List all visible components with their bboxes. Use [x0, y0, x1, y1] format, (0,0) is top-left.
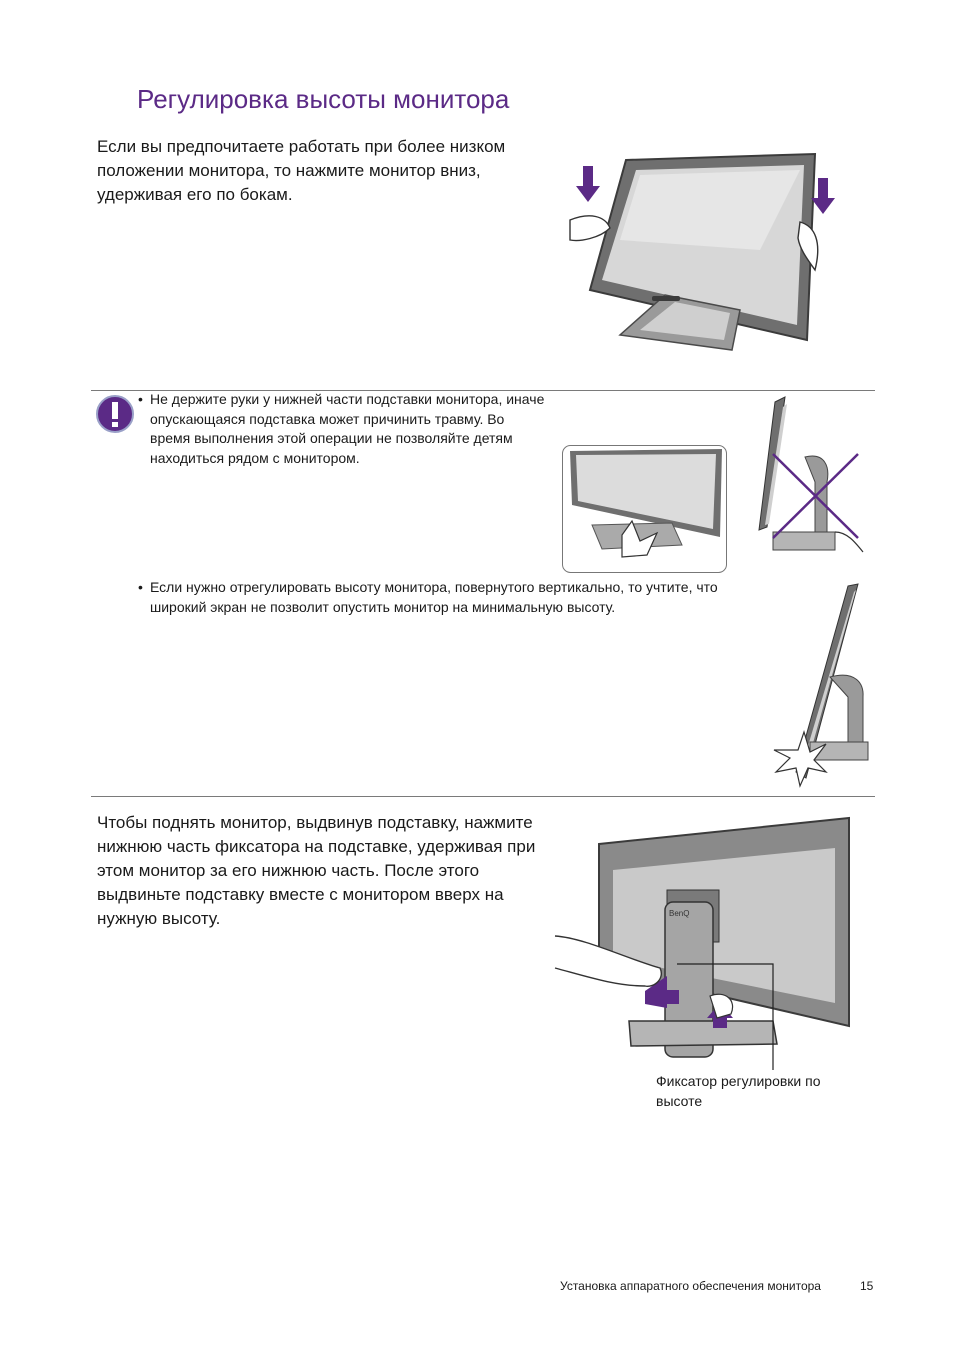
cross-out-icon — [772, 453, 859, 539]
brand-logo-text: BenQ — [669, 909, 689, 918]
monitor-press-down-illustration — [569, 152, 835, 351]
arrow-up-icon — [645, 976, 679, 1008]
portrait-monitor-illustration — [773, 583, 869, 788]
footer-page-number: 15 — [860, 1279, 874, 1293]
intro-paragraph: Если вы предпочитаете работать при более… — [97, 137, 506, 204]
section-divider — [91, 390, 875, 391]
warning-bullet-1: • Не держите руки у нижней части подстав… — [138, 391, 545, 466]
section-divider — [91, 796, 875, 797]
warning-text: Если нужно отрегулировать высоту монитор… — [150, 579, 718, 615]
warning-text: Не держите руки у нижней части подставки… — [150, 391, 545, 466]
arrow-down-icon — [811, 178, 835, 214]
warning-exclamation-icon — [96, 395, 134, 433]
hand-under-stand-illustration — [562, 445, 727, 573]
page-title: Регулировка высоты монитора — [137, 84, 510, 114]
raise-paragraph: Чтобы поднять монитор, выдвинув подставк… — [97, 813, 536, 928]
monitor-back-raise-illustration: BenQ — [554, 816, 850, 1070]
footer-section-title: Установка аппаратного обеспечения монито… — [560, 1279, 821, 1293]
warning-bullet-2: • Если нужно отрегулировать высоту монит… — [138, 579, 718, 615]
crossed-out-side-illustration — [758, 396, 864, 553]
stand-lock-callout-label: Фиксатор регулировки по высоте — [656, 1073, 821, 1109]
arrow-down-icon — [576, 166, 600, 202]
